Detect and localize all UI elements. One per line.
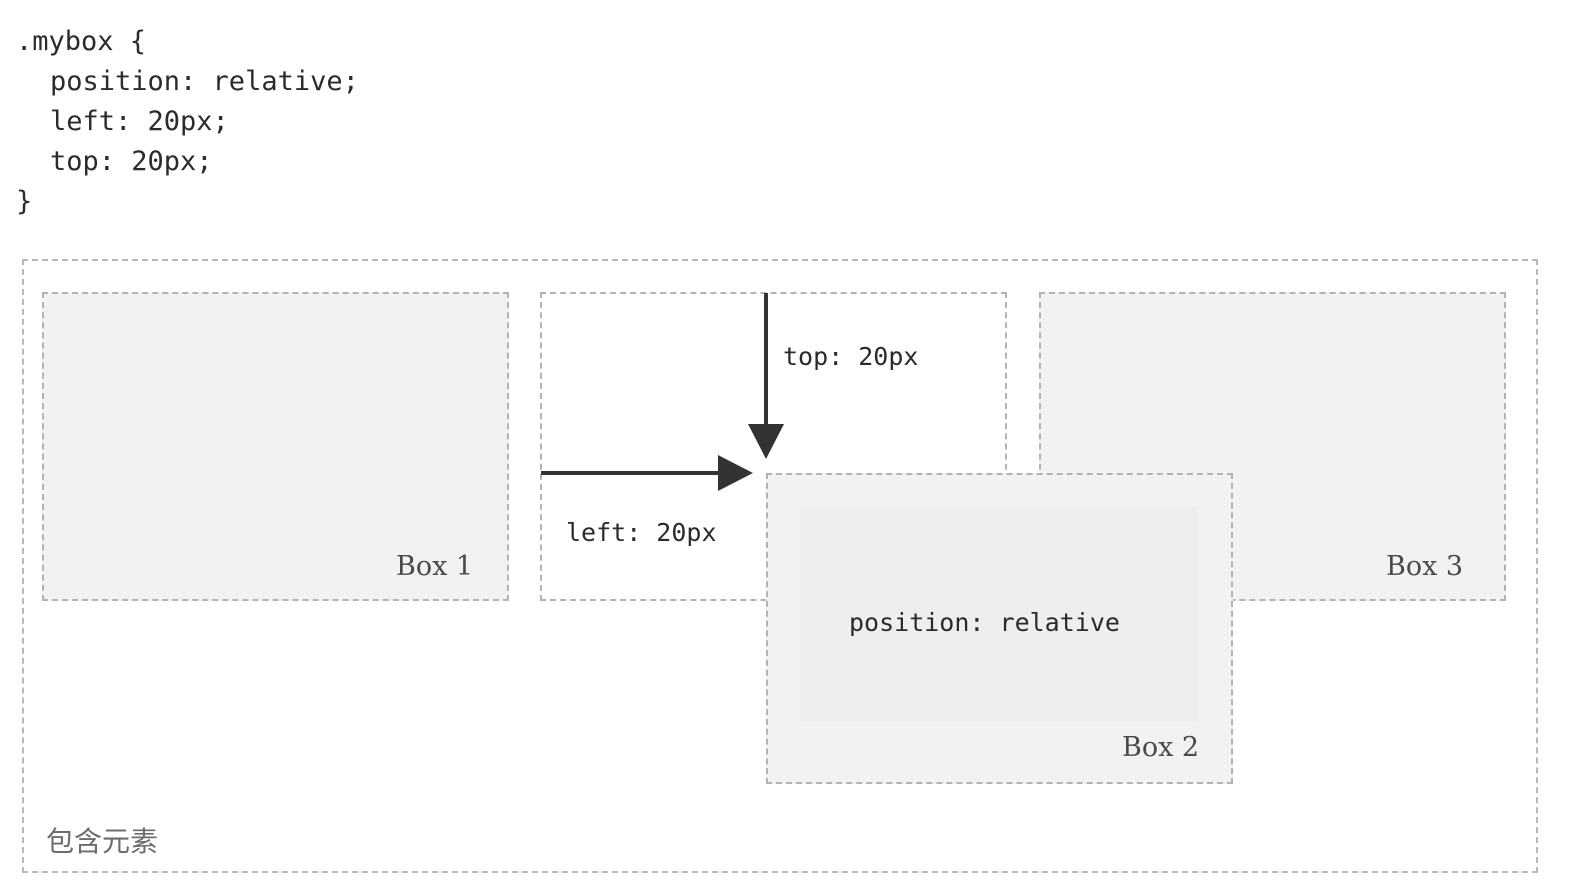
code-line-selector: .mybox { (16, 26, 147, 57)
containing-element (22, 259, 1538, 873)
box-1 (42, 292, 509, 601)
code-line-left: left: 20px; (50, 106, 229, 137)
code-line-position: position: relative; (50, 66, 359, 97)
box-1-label: Box 1 (396, 551, 474, 582)
containing-element-label: 包含元素 (46, 825, 159, 858)
css-code-snippet: .mybox { position: relative; left: 20px;… (16, 22, 359, 222)
left-offset-label: left: 20px (566, 518, 717, 547)
position-relative-label: position: relative (849, 608, 1120, 637)
box-2-inner-panel (800, 506, 1198, 722)
top-offset-label: top: 20px (783, 342, 919, 371)
code-line-close: } (16, 186, 33, 217)
box-2-label: Box 2 (1122, 732, 1200, 763)
box-3-label: Box 3 (1386, 551, 1464, 582)
code-line-top: top: 20px; (50, 146, 213, 177)
